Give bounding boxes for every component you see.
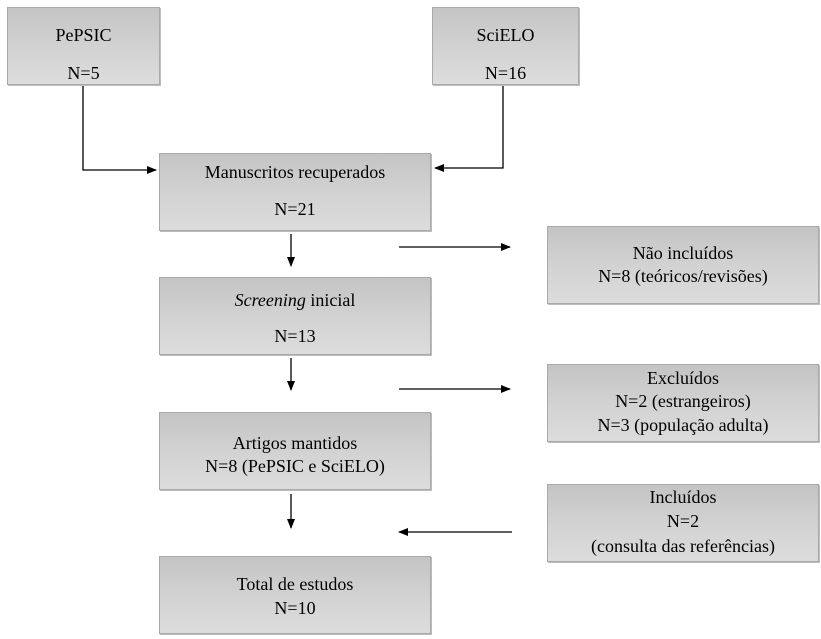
scielo-title: SciELO xyxy=(476,25,535,45)
scielo-to-recuperados-arrow xyxy=(434,86,504,172)
recuperados-box: Manuscritos recuperados N=21 xyxy=(159,153,431,231)
incluidos-title: Incluídos xyxy=(649,487,717,507)
pepsic-to-recuperados-arrow xyxy=(82,86,157,174)
pepsic-count: N=5 xyxy=(67,63,100,83)
pepsic-title: PePSIC xyxy=(55,25,112,45)
pepsic-box: PePSIC N=5 xyxy=(7,7,160,85)
excluidos-title: Excluídos xyxy=(647,368,719,388)
recuperados-count: N=21 xyxy=(274,199,316,219)
screening-count: N=13 xyxy=(274,326,316,346)
incluidos-count: N=2 xyxy=(666,511,700,531)
scielo-box: SciELO N=16 xyxy=(432,7,579,85)
screening-title: Screening inicial xyxy=(160,289,430,311)
mantidos-title: Artigos mantidos xyxy=(232,433,358,453)
excluidos-box: Excluídos N=2 (estrangeiros) N=3 (popula… xyxy=(547,364,819,442)
recuperados-title: Manuscritos recuperados xyxy=(204,162,386,182)
nao-incluidos-detail: N=8 (teóricos/revisões) xyxy=(598,266,768,286)
mantidos-box: Artigos mantidos N=8 (PePSIC e SciELO) xyxy=(159,412,431,490)
screening-title-italic: Screening xyxy=(234,290,306,310)
total-box: Total de estudos N=10 xyxy=(159,556,431,634)
nao-incluidos-box: Não incluídos N=8 (teóricos/revisões) xyxy=(547,226,819,304)
scielo-count: N=16 xyxy=(484,63,527,83)
mantidos-count: N=8 (PePSIC e SciELO) xyxy=(205,456,385,476)
excluidos-detail-1: N=2 (estrangeiros) xyxy=(615,391,751,411)
incluidos-box: Incluídos N=2 (consulta das referências) xyxy=(547,484,819,562)
total-title: Total de estudos xyxy=(236,574,354,594)
screening-title-rest: inicial xyxy=(305,290,356,310)
nao-incluidos-title: Não incluídos xyxy=(632,243,734,263)
excluidos-detail-2: N=3 (população adulta) xyxy=(597,415,769,435)
incluidos-detail: (consulta das referências) xyxy=(591,536,775,556)
total-count: N=10 xyxy=(274,598,316,618)
screening-box: Screening inicial N=13 xyxy=(159,277,431,355)
